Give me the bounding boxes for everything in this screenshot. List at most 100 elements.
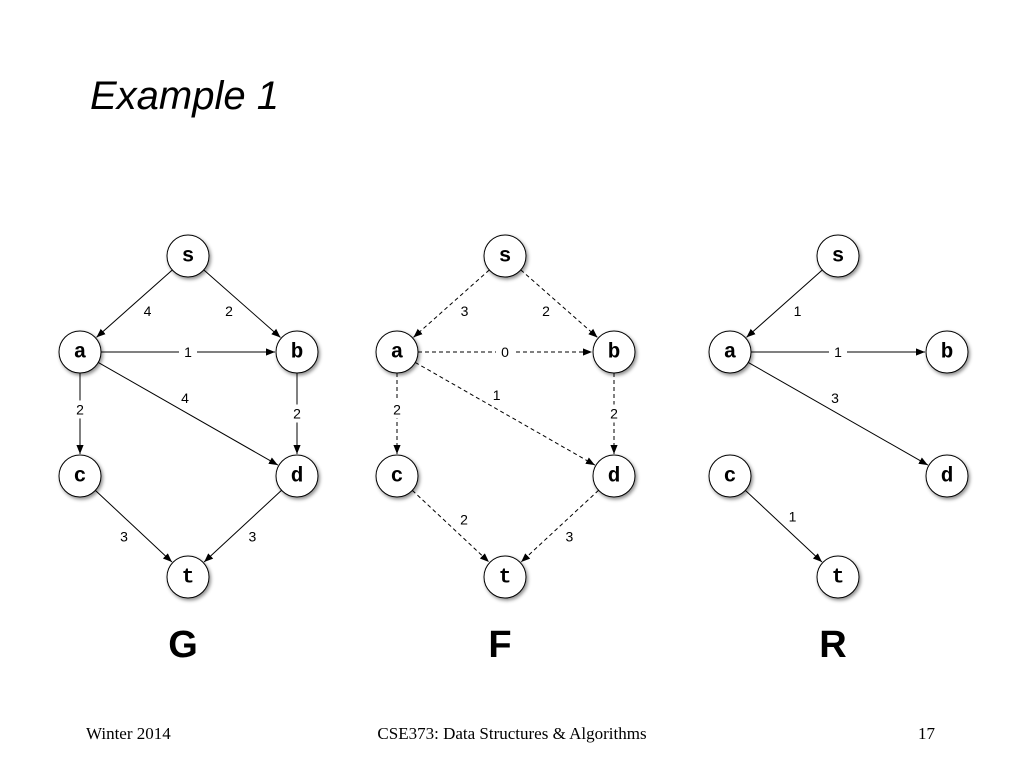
node-circle (375, 330, 419, 374)
edge-s-b (520, 269, 598, 338)
node-circle (483, 234, 527, 278)
node-s: s (483, 234, 527, 278)
node-label-d: d (291, 466, 304, 489)
edge-label-d-t: 3 (565, 528, 573, 544)
edge-label-d-t: 3 (248, 528, 256, 544)
node-circle (592, 330, 636, 374)
node-label-c: c (391, 466, 404, 489)
edge-label-a-d: 3 (831, 390, 839, 406)
edge-label-b-d: 2 (610, 406, 618, 422)
node-c: c (58, 454, 102, 498)
graph-name-r: R (819, 624, 846, 666)
node-label-t: t (499, 567, 512, 590)
edge-s-a (746, 269, 823, 338)
edge-label-a-b: 1 (834, 344, 842, 360)
node-circle (166, 555, 210, 599)
node-label-d: d (941, 466, 954, 489)
edge-d-t (520, 489, 599, 563)
node-t: t (816, 555, 860, 599)
node-circle (58, 330, 102, 374)
edge-label-a-b: 0 (501, 344, 509, 360)
edge-s-b (203, 269, 281, 338)
node-label-t: t (182, 567, 195, 590)
edge-label-c-t: 2 (460, 512, 468, 528)
node-label-a: a (74, 342, 87, 365)
edge-label-a-c: 2 (393, 401, 401, 417)
edge-a-d (414, 361, 596, 466)
node-label-b: b (608, 342, 621, 365)
node-label-c: c (74, 466, 87, 489)
node-circle (925, 454, 969, 498)
node-label-s: s (182, 246, 195, 269)
edge-a-d (97, 361, 279, 466)
node-label-d: d (608, 466, 621, 489)
edge-label-s-a: 1 (794, 303, 802, 319)
graph-name-f: F (488, 624, 511, 666)
edge-label-bg (829, 343, 847, 361)
node-c: c (708, 454, 752, 498)
node-c: c (375, 454, 419, 498)
edge-label-s-a: 4 (144, 303, 152, 319)
node-d: d (925, 454, 969, 498)
edge-label-bg (179, 343, 197, 361)
node-circle (58, 454, 102, 498)
edge-label-bg (388, 400, 406, 419)
node-label-s: s (832, 246, 845, 269)
edge-s-a (96, 269, 173, 338)
node-circle (925, 330, 969, 374)
graph-name-g: G (168, 624, 198, 666)
node-circle (708, 454, 752, 498)
edge-label-s-b: 2 (225, 303, 233, 319)
edge-label-bg (288, 404, 306, 423)
node-a: a (375, 330, 419, 374)
node-circle (275, 454, 319, 498)
node-circle (816, 555, 860, 599)
edge-c-t (411, 489, 490, 563)
node-s: s (816, 234, 860, 278)
node-circle (166, 234, 210, 278)
edge-label-bg (496, 343, 514, 361)
edge-label-bg (605, 404, 623, 423)
edge-d-t (203, 489, 282, 563)
node-b: b (592, 330, 636, 374)
node-a: a (58, 330, 102, 374)
node-label-b: b (291, 342, 304, 365)
graph-r: 1 1 3 1 s a b c d tR (708, 234, 969, 666)
edge-label-c-t: 1 (789, 509, 797, 525)
edge-c-t (94, 489, 173, 563)
footer-course: CSE373: Data Structures & Algorithms (377, 724, 647, 743)
node-d: d (592, 454, 636, 498)
edge-a-d (747, 361, 929, 466)
edge-c-t (744, 489, 823, 563)
node-s: s (166, 234, 210, 278)
edge-label-a-d: 1 (493, 387, 501, 403)
slide-title: Example 1 (90, 74, 279, 118)
edge-label-a-b: 1 (184, 344, 192, 360)
node-circle (816, 234, 860, 278)
node-circle (708, 330, 752, 374)
edge-label-c-t: 3 (120, 528, 128, 544)
edge-label-a-c: 2 (76, 401, 84, 417)
edge-label-b-d: 2 (293, 406, 301, 422)
node-circle (375, 454, 419, 498)
footer-page-number: 17 (918, 724, 935, 743)
node-label-s: s (499, 246, 512, 269)
node-label-a: a (724, 342, 737, 365)
footer-term: Winter 2014 (86, 724, 171, 743)
node-a: a (708, 330, 752, 374)
node-b: b (275, 330, 319, 374)
node-t: t (166, 555, 210, 599)
node-b: b (925, 330, 969, 374)
node-circle (483, 555, 527, 599)
node-circle (592, 454, 636, 498)
node-label-t: t (832, 567, 845, 590)
node-label-c: c (724, 466, 737, 489)
node-label-b: b (941, 342, 954, 365)
edge-label-s-b: 2 (542, 303, 550, 319)
edge-label-bg (71, 400, 89, 419)
edge-s-a (413, 269, 490, 338)
node-t: t (483, 555, 527, 599)
node-d: d (275, 454, 319, 498)
